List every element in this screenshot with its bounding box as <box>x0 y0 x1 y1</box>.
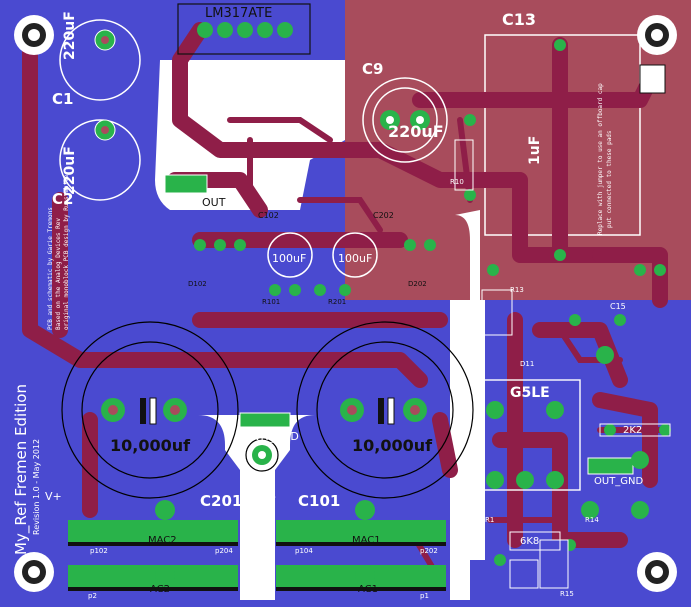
board-revision: Revision 1.0 - May 2012 <box>32 438 41 535</box>
d102-label: D102 <box>188 280 207 288</box>
ac-connectors <box>68 500 446 591</box>
v-plus-label: V+ <box>45 490 62 503</box>
credits-line-3: original monoblock PCB design by Russ Wh… <box>63 174 70 330</box>
c201-label: C201 <box>200 492 243 510</box>
d202-label: D202 <box>408 280 427 288</box>
board-clear-channel <box>455 300 485 560</box>
c101-label: C101 <box>298 492 341 510</box>
relay-pads <box>486 401 564 489</box>
c9-label: C9 <box>362 60 384 78</box>
c13-note-1: Replace with jumper to use an offboard c… <box>597 83 604 235</box>
regulator-pads <box>197 22 293 38</box>
mac1-label: MAC1 <box>352 535 381 546</box>
c13-jumper <box>639 64 666 94</box>
board-clear-strip <box>455 210 480 300</box>
credits-line-2: Based on the Analog Devices Rev <box>55 218 62 330</box>
left-bigcap-value: 10,000uf <box>110 436 191 455</box>
c1-c2-capacitors <box>59 19 448 278</box>
r101-label: R101 <box>262 298 281 306</box>
pwr-gnd-connector <box>239 412 291 428</box>
c202-label: C202 <box>373 211 394 220</box>
c202-value: 100uF <box>338 252 373 265</box>
credits-line-1: PCB and schematic by Garie Tremons <box>47 207 54 330</box>
power-traces <box>22 22 668 548</box>
d11-label: D11 <box>520 360 535 368</box>
out-gnd-connector <box>587 457 634 475</box>
mounting-holes <box>14 15 677 592</box>
c1-label: C1 <box>52 90 74 108</box>
r1-label: R1 <box>485 516 495 524</box>
g5le-relay-outline <box>479 379 581 491</box>
right-bigcap-value: 10,000uf <box>352 436 433 455</box>
r13-label: R13 <box>510 286 524 294</box>
p204-label: p204 <box>215 547 233 555</box>
out-label: OUT <box>202 196 226 209</box>
p102-label: p102 <box>90 547 108 555</box>
r15-label: R15 <box>560 590 574 598</box>
c9-value: 220uF <box>388 122 444 141</box>
r10-label: R10 <box>450 178 464 186</box>
pwr-gnd-label: PWR_GND <box>243 430 299 443</box>
c2-label: C2 <box>52 190 74 208</box>
small-pads <box>194 39 671 566</box>
r14-label: R14 <box>585 516 599 524</box>
reservoir-pads <box>101 398 427 465</box>
c102-value: 100uF <box>272 252 307 265</box>
c13-value: 1uF <box>527 135 543 165</box>
v-minus-label: V- <box>265 490 276 503</box>
c13-label: C13 <box>502 10 537 29</box>
board-title: My_Ref Fremen Edition <box>12 384 30 555</box>
r201-label: R201 <box>328 298 347 306</box>
r3-value: 6K8 <box>520 536 540 547</box>
c102-label: C102 <box>258 211 279 220</box>
mac2-label: MAC2 <box>148 535 177 546</box>
out-gnd-label: OUT_GND <box>594 476 644 487</box>
g5le-label: G5LE <box>510 385 550 401</box>
board-clear-slot <box>198 415 315 600</box>
regulator-outline <box>177 3 311 55</box>
p2-label: p2 <box>88 592 97 600</box>
out-connector <box>164 174 208 194</box>
c13-note-2: put connected to these pads <box>606 130 613 228</box>
c1-value: 220uF <box>62 11 78 60</box>
r2-value: 2K2 <box>623 425 643 436</box>
regulator-label: LM317ATE <box>205 6 273 21</box>
p1-label: p1 <box>420 592 429 600</box>
reservoir-capacitors <box>61 321 474 499</box>
ac1-label: AC1 <box>358 584 379 595</box>
signal-traces <box>227 117 663 583</box>
k1-label: K1 <box>470 485 483 500</box>
p104-label: p104 <box>295 547 313 555</box>
p202-label: p202 <box>420 547 438 555</box>
ac2-label: AC2 <box>150 584 171 595</box>
c15-label: C15 <box>610 302 626 311</box>
